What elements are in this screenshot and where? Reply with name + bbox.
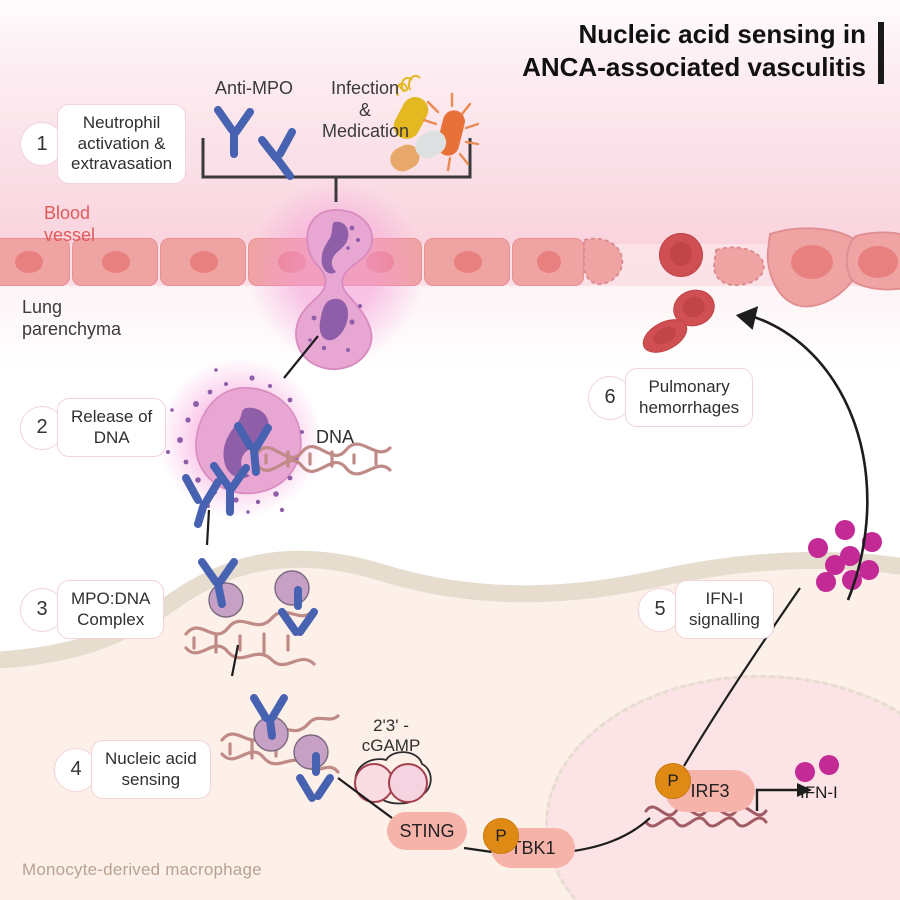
cgamp-label: 2'3' - cGAMP — [361, 716, 421, 756]
step-2-label: Release of DNA — [57, 398, 167, 458]
step-3: 3 MPO:DNA Complex — [20, 580, 165, 640]
capsule-pill — [390, 130, 447, 172]
neutrophil-nucleus — [321, 221, 349, 274]
connector-tbk1-irf3 — [565, 817, 651, 854]
figure-title: Nucleic acid sensing in ANCA-associated … — [522, 19, 866, 83]
transcription-arrow — [755, 788, 797, 811]
neutrophil-granules — [308, 225, 362, 352]
neutrophil-nucleus — [319, 298, 348, 341]
neutrophil-membrane — [295, 209, 373, 370]
step-1-label: Neutrophil activation & extravasation — [57, 104, 187, 185]
title-accent-bar — [878, 22, 884, 84]
anti-mpo-antibody — [214, 106, 254, 158]
step-3-label: MPO:DNA Complex — [57, 580, 165, 640]
connector-step1-step2 — [283, 335, 319, 379]
step-6-number: 6 — [588, 375, 632, 420]
anti-mpo-antibody — [250, 694, 334, 802]
step-2: 2 Release of DNA — [20, 398, 167, 458]
endothelial-cell — [72, 238, 158, 286]
bacterium-yellow — [393, 74, 429, 139]
endothelial-cell — [512, 238, 584, 286]
step-1-number: 1 — [20, 122, 64, 167]
ifn-label: IFN-I — [800, 783, 838, 802]
endothelial-nucleus — [791, 245, 833, 279]
macrophage-label: Monocyte-derived macrophage — [22, 860, 262, 879]
feedback-arrow-path — [743, 312, 869, 601]
transcription-arrowhead — [797, 783, 812, 797]
ifn-particle — [795, 762, 815, 782]
step-5-number: 5 — [638, 587, 682, 632]
anti-mpo-label: Anti-MPO — [215, 78, 294, 98]
red-blood-cell — [659, 233, 703, 277]
connector-step2-step3 — [205, 509, 211, 546]
feedback-arrowhead — [735, 306, 759, 330]
phosphate-tbk1: P — [483, 818, 519, 854]
connector-cgamp-sting — [337, 777, 393, 819]
torn-endothelium — [713, 246, 765, 287]
infection-medication-label: Infection & Medication — [322, 78, 410, 142]
step-1: 1 Neutrophil activation & extravasation — [20, 104, 187, 185]
mpo-dna-complex — [184, 608, 316, 667]
anti-mpo-antibody — [182, 462, 250, 528]
step-6-label: Pulmonary hemorrhages — [625, 368, 754, 428]
anti-mpo-antibody — [198, 558, 318, 636]
step-2-number: 2 — [20, 405, 64, 450]
step-4-label: Nucleic acid sensing — [91, 740, 211, 800]
endothelial-nucleus — [858, 246, 898, 278]
cgamp-molecule — [354, 751, 432, 805]
anti-mpo-antibody — [234, 422, 272, 476]
sting-protein: STING — [387, 812, 467, 850]
anti-mpo-antibody — [258, 128, 296, 180]
step-5: 5 IFN-I signalling — [638, 580, 774, 640]
dna-strand — [256, 442, 392, 476]
connector-nucleus-ifn — [683, 587, 801, 767]
connector-sting-tbk1 — [463, 846, 493, 854]
phosphate-irf3: P — [655, 763, 691, 799]
step-5-label: IFN-I signalling — [675, 580, 774, 640]
step-4: 4 Nucleic acid sensing — [54, 740, 211, 800]
endothelial-cell — [160, 238, 246, 286]
step-6: 6 Pulmonary hemorrhages — [588, 368, 754, 428]
ifn-particle-cloud — [808, 520, 882, 592]
connector-step3-step4 — [230, 644, 240, 677]
blood-vessel-label: Blood vessel — [44, 203, 96, 245]
endothelial-cell — [424, 238, 510, 286]
torn-endothelium — [583, 237, 624, 285]
dna-label: DNA — [316, 427, 355, 447]
lung-parenchyma-label: Lung parenchyma — [22, 297, 122, 339]
ifn-particle — [819, 755, 839, 775]
endothelial-cell — [0, 238, 70, 286]
